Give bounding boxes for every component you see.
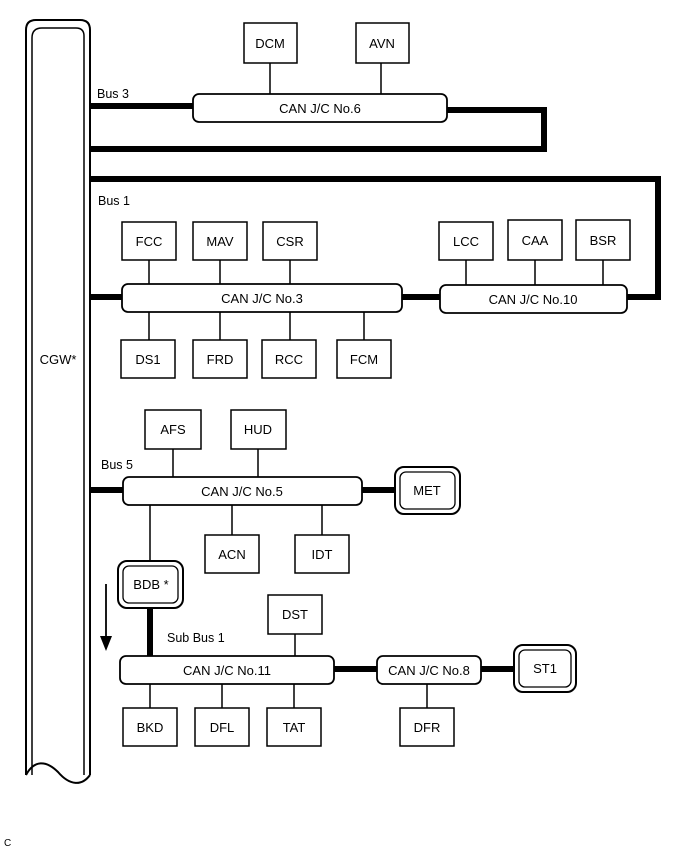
node-st1: ST1 xyxy=(513,644,577,693)
svg-text:MET: MET xyxy=(413,483,441,498)
node-csr: CSR xyxy=(262,221,318,261)
svg-text:CAN J/C No.3: CAN J/C No.3 xyxy=(221,291,303,306)
node-acn: ACN xyxy=(204,534,260,574)
sub-bus1-label: Sub Bus 1 xyxy=(167,631,225,645)
node-caa: CAA xyxy=(507,219,563,261)
cgw-gateway: CGW* xyxy=(25,19,91,784)
svg-text:CAN J/C No.6: CAN J/C No.6 xyxy=(279,101,361,116)
svg-text:CAN J/C No.11: CAN J/C No.11 xyxy=(183,663,271,678)
node-rcc: RCC xyxy=(261,339,317,379)
svg-text:AVN: AVN xyxy=(369,36,395,51)
junction-jc10: CAN J/C No.10 xyxy=(439,284,628,314)
node-mav: MAV xyxy=(192,221,248,261)
svg-text:CAN J/C No.8: CAN J/C No.8 xyxy=(388,663,470,678)
junction-jc11: CAN J/C No.11 xyxy=(119,655,335,685)
svg-text:BKD: BKD xyxy=(137,720,164,735)
svg-text:BSR: BSR xyxy=(590,233,617,248)
node-bdb: BDB * xyxy=(117,560,184,609)
svg-text:ACN: ACN xyxy=(218,547,245,562)
svg-text:HUD: HUD xyxy=(244,422,272,437)
svg-text:RCC: RCC xyxy=(275,352,303,367)
svg-text:TAT: TAT xyxy=(283,720,306,735)
svg-text:IDT: IDT xyxy=(312,547,333,562)
svg-text:CAA: CAA xyxy=(522,233,549,248)
junction-jc6: CAN J/C No.6 xyxy=(192,93,448,123)
svg-text:CAN J/C No.10: CAN J/C No.10 xyxy=(489,292,578,307)
node-met: MET xyxy=(394,466,461,515)
svg-text:ST1: ST1 xyxy=(533,661,557,676)
down-arrow-icon xyxy=(100,584,112,651)
corner-code: C xyxy=(4,838,11,849)
node-dcm: DCM xyxy=(243,22,298,64)
svg-text:LCC: LCC xyxy=(453,234,479,249)
node-fcc: FCC xyxy=(121,221,177,261)
bus-lines xyxy=(90,103,661,672)
node-idt: IDT xyxy=(294,534,350,574)
svg-text:DCM: DCM xyxy=(255,36,285,51)
bus1-loop-line xyxy=(90,176,661,300)
bus3-loop-line xyxy=(90,107,547,152)
node-hud: HUD xyxy=(230,409,287,450)
node-dfr: DFR xyxy=(399,707,455,747)
svg-text:DFR: DFR xyxy=(414,720,441,735)
svg-text:BDB *: BDB * xyxy=(133,577,168,592)
svg-text:DS1: DS1 xyxy=(135,352,160,367)
node-afs: AFS xyxy=(144,409,202,450)
svg-text:CSR: CSR xyxy=(276,234,303,249)
svg-text:DFL: DFL xyxy=(210,720,235,735)
junction-jc5: CAN J/C No.5 xyxy=(122,476,363,506)
svg-text:DST: DST xyxy=(282,607,308,622)
svg-text:FRD: FRD xyxy=(207,352,234,367)
bus3-label: Bus 3 xyxy=(97,87,129,101)
node-frd: FRD xyxy=(192,339,248,379)
node-tat: TAT xyxy=(266,707,322,747)
node-bsr: BSR xyxy=(575,219,631,261)
branch-lines xyxy=(148,63,604,708)
svg-text:AFS: AFS xyxy=(160,422,186,437)
node-fcm: FCM xyxy=(336,339,392,379)
node-avn: AVN xyxy=(355,22,410,64)
svg-text:FCC: FCC xyxy=(136,234,163,249)
svg-text:MAV: MAV xyxy=(206,234,234,249)
node-ds1: DS1 xyxy=(120,339,176,379)
node-dst: DST xyxy=(267,594,323,635)
node-bkd: BKD xyxy=(122,707,178,747)
bus1-label: Bus 1 xyxy=(98,194,130,208)
cgw-label: CGW* xyxy=(40,352,77,367)
svg-text:FCM: FCM xyxy=(350,352,378,367)
bus5-label: Bus 5 xyxy=(101,458,133,472)
junction-jc3: CAN J/C No.3 xyxy=(121,283,403,313)
svg-text:CAN J/C No.5: CAN J/C No.5 xyxy=(201,484,283,499)
junction-jc8: CAN J/C No.8 xyxy=(376,655,482,685)
node-dfl: DFL xyxy=(194,707,250,747)
node-lcc: LCC xyxy=(438,221,494,261)
